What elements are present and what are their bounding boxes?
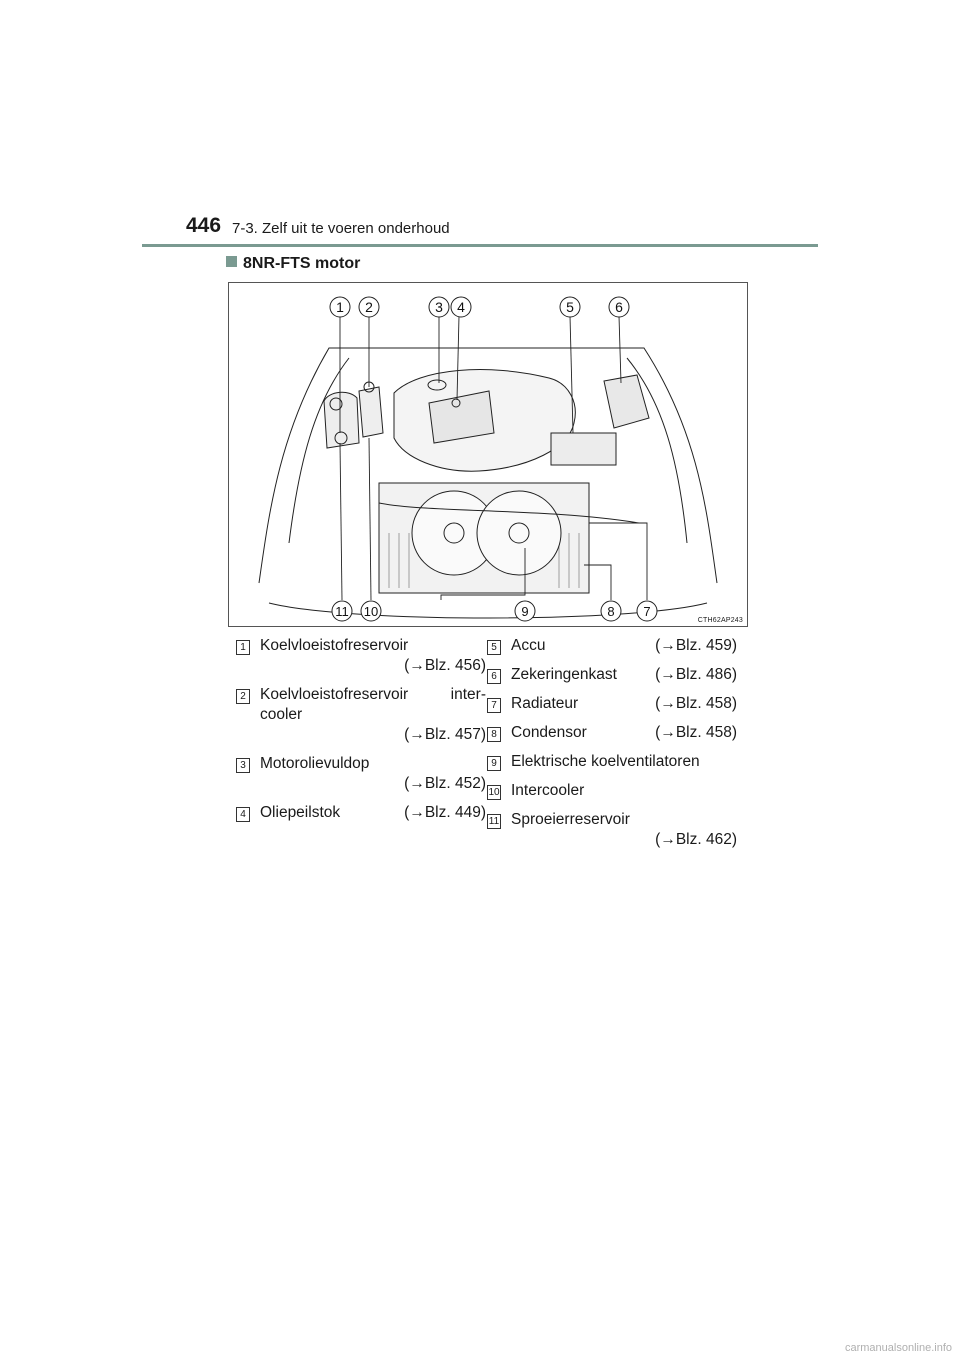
engine-cover [428,390,495,444]
callout-7: 7 [636,600,658,622]
legend-page-ref[interactable]: (→Blz. 456) [404,657,486,674]
footer-watermark: carmanualsonline.info [844,1342,952,1354]
square-bullet-icon [226,256,237,267]
hood-edge [288,357,688,544]
legend-item-8: 8 Condensor (→Blz. 458) [487,723,737,743]
legend-page-ref[interactable]: (→Blz. 452) [404,775,486,792]
page-number: 446 [186,214,222,237]
callout-1: 1 [329,296,351,318]
oil-cap [427,379,447,391]
legend-number: 3 [236,758,250,773]
callout-10-label: 10 [364,604,378,619]
legend-page-ref[interactable]: (→Blz. 449) [404,804,486,821]
intercooler-pipe [378,502,640,524]
subheading: 8NR-FTS motor [226,255,360,273]
legend-label: Condensor [511,724,587,741]
legend-item-4: 4 Oliepeilstok (→Blz. 449) [236,803,486,823]
legend-left-column: 1 Koelvloeistofreservoir (→Blz. 456) 2 K… [236,636,486,832]
callout-2-label: 2 [365,299,373,315]
callout-7-label: 7 [643,604,650,619]
fuse-box [603,374,650,429]
dipstick-handle [451,398,461,408]
legend-page-ref[interactable]: (→Blz. 459) [655,637,737,654]
legend-number: 8 [487,727,501,742]
callout-11-label: 11 [335,604,349,619]
legend-item-3: 3 Motorolievuldop (→Blz. 452) [236,754,486,794]
legend-page-ref[interactable]: (→Blz. 486) [655,666,737,683]
legend-label: Koelvloeistofreservoir [260,637,409,654]
legend-number: 11 [487,814,501,829]
legend-label: Sproeierreservoir [511,811,630,828]
callout-8: 8 [600,600,622,622]
callout-2: 2 [358,296,380,318]
legend-label-continued: cooler [260,706,303,723]
legend-item-7: 7 Radiateur (→Blz. 458) [487,694,737,714]
legend-label: Koelvloeistofreservoir inter- [260,686,486,703]
legend-number: 4 [236,807,250,822]
legend-number: 6 [487,669,501,684]
legend-label: Radiateur [511,695,579,712]
figure-code: CTH62AP243 [697,617,743,624]
legend-number: 1 [236,640,250,655]
header-rule [142,244,818,247]
legend-item-5: 5 Accu (→Blz. 459) [487,636,737,656]
legend-item-2: 2 Koelvloeistofreservoir inter- cooler (… [236,685,486,745]
callout-3: 3 [428,296,450,318]
callout-6-label: 6 [615,299,623,315]
legend-page-ref[interactable]: (→Blz. 458) [655,724,737,741]
callout-4: 4 [450,296,472,318]
callout-5: 5 [559,296,581,318]
legend-number: 10 [487,785,501,800]
legend-item-10: 10 Intercooler [487,781,737,801]
callout-9-label: 9 [521,604,528,619]
bumper-line [268,602,708,619]
legend-label: Elektrische koelventilatoren [511,753,700,770]
body-outline [258,347,718,584]
cooling-fan-right [476,490,562,576]
callout-1-label: 1 [336,299,344,315]
callout-5-label: 5 [566,299,574,315]
legend-item-11: 11 Sproeierreservoir (→Blz. 462) [487,810,737,850]
legend-item-9: 9 Elektrische koelventilatoren [487,752,737,772]
callout-9: 9 [514,600,536,622]
engine-bay-illustration: 1 2 3 4 5 6 11 10 9 8 7 [258,296,718,622]
legend-page-ref[interactable]: (→Blz. 457) [404,726,486,743]
legend-item-1: 1 Koelvloeistofreservoir (→Blz. 456) [236,636,486,676]
legend-page-ref[interactable]: (→Blz. 458) [655,695,737,712]
section-title: 7-3. Zelf uit te voeren onderhoud [232,220,450,237]
legend-label: Intercooler [511,782,585,799]
washer-cap [334,431,348,445]
callout-6: 6 [608,296,630,318]
coolant-cap [329,397,343,411]
engine-figure: 1 2 3 4 5 6 11 10 9 8 7 CTH62AP243 [228,282,748,627]
legend-label: Motorolievuldop [260,755,370,772]
callout-10: 10 [360,600,382,622]
intercooler-reservoir [358,386,384,438]
coolant-reservoir [323,391,360,449]
callout-4-label: 4 [457,299,465,315]
legend-right-column: 5 Accu (→Blz. 459) 6 Zekeringenkast (→Bl… [487,636,737,859]
legend-number: 2 [236,689,250,704]
subheading-text: 8NR-FTS motor [243,255,361,272]
legend-page-ref[interactable]: (→Blz. 462) [655,831,737,848]
legend-number: 5 [487,640,501,655]
callout-8-label: 8 [607,604,614,619]
callout-11: 11 [331,600,353,622]
legend-label: Accu [511,637,546,654]
legend-number: 7 [487,698,501,713]
callout-3-label: 3 [435,299,443,315]
legend-item-6: 6 Zekeringenkast (→Blz. 486) [487,665,737,685]
legend-number: 9 [487,756,501,771]
legend-label: Oliepeilstok [260,804,341,821]
legend-label: Zekeringenkast [511,666,617,683]
battery [550,432,617,466]
